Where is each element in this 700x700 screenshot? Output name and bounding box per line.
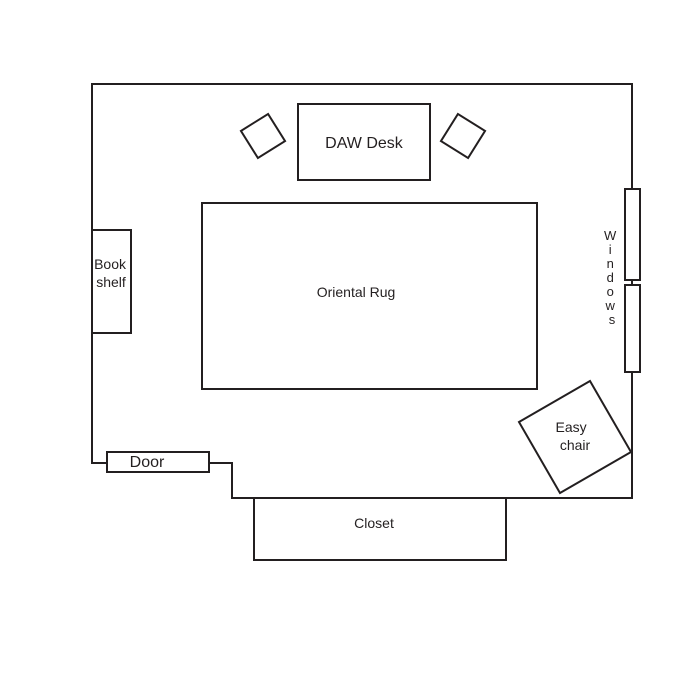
windows-label: W i n d o w s (604, 228, 620, 327)
window-upper (624, 188, 641, 281)
easy-chair-label-line1: Easy (555, 419, 586, 435)
daw-desk-label: DAW Desk (325, 135, 404, 152)
left-speaker (239, 112, 287, 160)
closet-label: Closet (354, 515, 394, 531)
door: Door (106, 451, 210, 473)
svg-text:Book shelf: Book shelf (94, 256, 130, 290)
windows: W i n d o w s (604, 188, 641, 373)
bookshelf: Book shelf (91, 229, 132, 334)
rug-label: Oriental Rug (317, 284, 396, 300)
door-label: Door (130, 454, 165, 471)
oriental-rug: Oriental Rug (201, 202, 538, 390)
easy-chair: Easy chair (517, 379, 633, 495)
bookshelf-label-line2: shelf (96, 274, 126, 290)
svg-text:Easy chair: Easy chair (555, 419, 590, 453)
window-lower (624, 284, 641, 373)
daw-desk: DAW Desk (297, 103, 431, 181)
easy-chair-label-line2: chair (560, 437, 591, 453)
right-speaker (439, 112, 487, 160)
bookshelf-label-line1: Book (94, 256, 127, 272)
closet: Closet (253, 497, 507, 561)
